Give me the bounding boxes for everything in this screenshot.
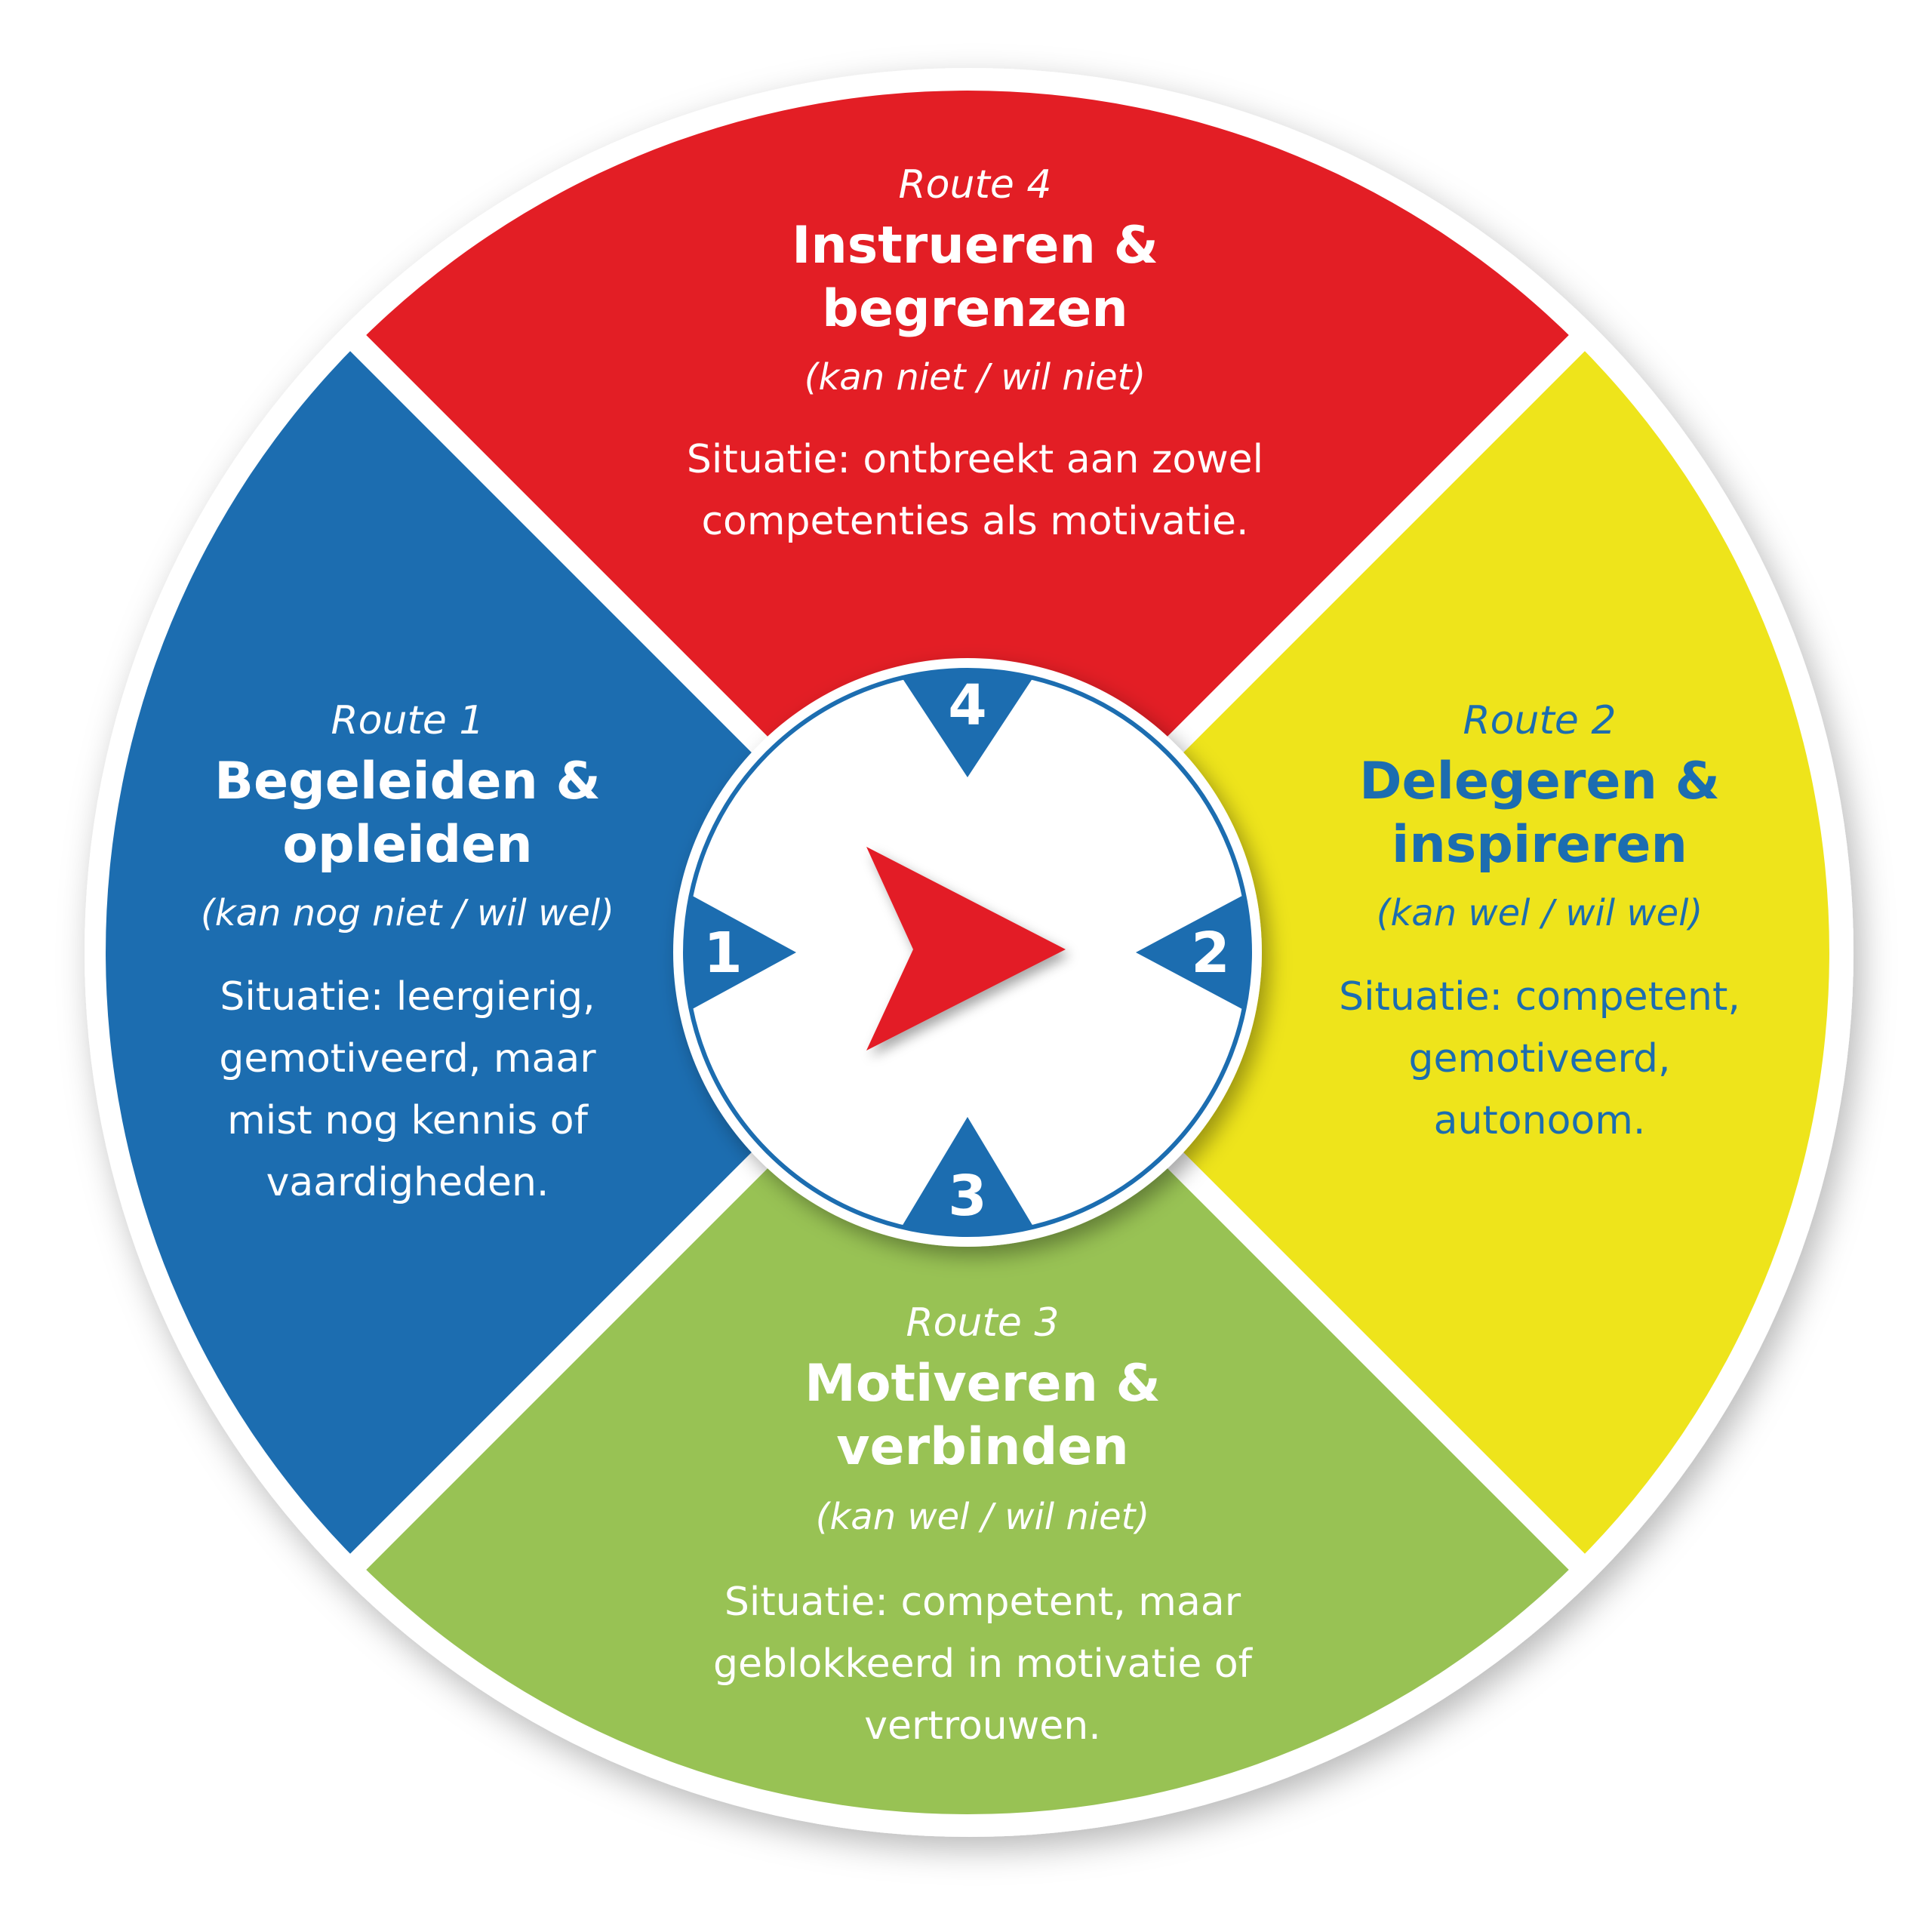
route-2-title-line-1: Delegeren &: [1359, 752, 1720, 811]
route-1-description-line-4: vaardigheden.: [266, 1160, 549, 1205]
route-4-number: Route 4: [899, 162, 1052, 208]
marker-1-triangle: [685, 884, 796, 1020]
sector-route-4-red: [358, 91, 1577, 952]
route-2-description-line-3: autonoom.: [1434, 1098, 1646, 1143]
route-3-title-line-2: verbinden: [836, 1417, 1129, 1477]
sector-route-1-blue: [106, 343, 968, 1562]
marker-2-triangle: [1136, 884, 1250, 1020]
route-3-subtitle: (kan wel / wil niet): [816, 1496, 1149, 1538]
route-4-description-line-2: competenties als motivatie.: [701, 499, 1248, 544]
marker-1-number: 1: [703, 921, 743, 986]
route-2-number: Route 2: [1463, 698, 1617, 743]
route-3-label-group: Route 3 Motiveren & verbinden (kan wel /…: [713, 1300, 1254, 1749]
route-2-description-line-1: Situatie: competent,: [1339, 974, 1740, 1020]
route-4-title-line-2: begrenzen: [822, 279, 1128, 339]
route-3-number: Route 3: [906, 1300, 1060, 1346]
route-1-label-group: Route 1 Begeleiden & opleiden (kan nog n…: [201, 698, 614, 1205]
marker-3-number: 3: [948, 1164, 987, 1229]
sector-route-2-yellow: [968, 343, 1829, 1562]
route-2-title-line-2: inspireren: [1392, 815, 1687, 875]
route-2-subtitle: (kan wel / wil wel): [1377, 892, 1703, 934]
marker-2-number: 2: [1191, 921, 1230, 986]
route-3-description-line-2: geblokkeerd in motivatie of: [713, 1641, 1254, 1687]
wheel-sectors: [106, 91, 1829, 1814]
marker-3-triangle: [891, 1117, 1044, 1235]
route-4-description-line-1: Situatie: ontbreekt aan zowel: [687, 437, 1263, 482]
route-1-description-line-2: gemotiveerd, maar: [219, 1036, 596, 1081]
route-1-number: Route 1: [331, 698, 485, 743]
route-1-description-line-1: Situatie: leergierig,: [220, 974, 595, 1020]
marker-4-number: 4: [948, 673, 987, 738]
route-4-subtitle: (kan niet / wil niet): [804, 356, 1146, 398]
marker-4-triangle: [891, 670, 1044, 777]
route-3-title-line-1: Motiveren &: [804, 1354, 1161, 1414]
route-4-label-group: Route 4 Instrueren & begrenzen (kan niet…: [687, 162, 1263, 544]
route-1-title-line-1: Begeleiden &: [214, 752, 601, 811]
route-2-description-line-2: gemotiveerd,: [1408, 1036, 1670, 1081]
sector-route-3-green: [358, 952, 1577, 1814]
route-4-title-line-1: Instrueren &: [792, 216, 1158, 275]
route-2-label-group: Route 2 Delegeren & inspireren (kan wel …: [1339, 698, 1740, 1143]
route-1-title-line-2: opleiden: [282, 815, 532, 875]
route-3-description-line-3: vertrouwen.: [864, 1703, 1101, 1749]
play-arrow-icon: [866, 847, 1066, 1051]
route-1-subtitle: (kan nog niet / wil wel): [201, 892, 614, 934]
center-dial: 4 1 2 3: [673, 658, 1262, 1247]
route-3-description-line-1: Situatie: competent, maar: [724, 1580, 1241, 1625]
route-1-description-line-3: mist nog kennis of: [227, 1098, 589, 1143]
